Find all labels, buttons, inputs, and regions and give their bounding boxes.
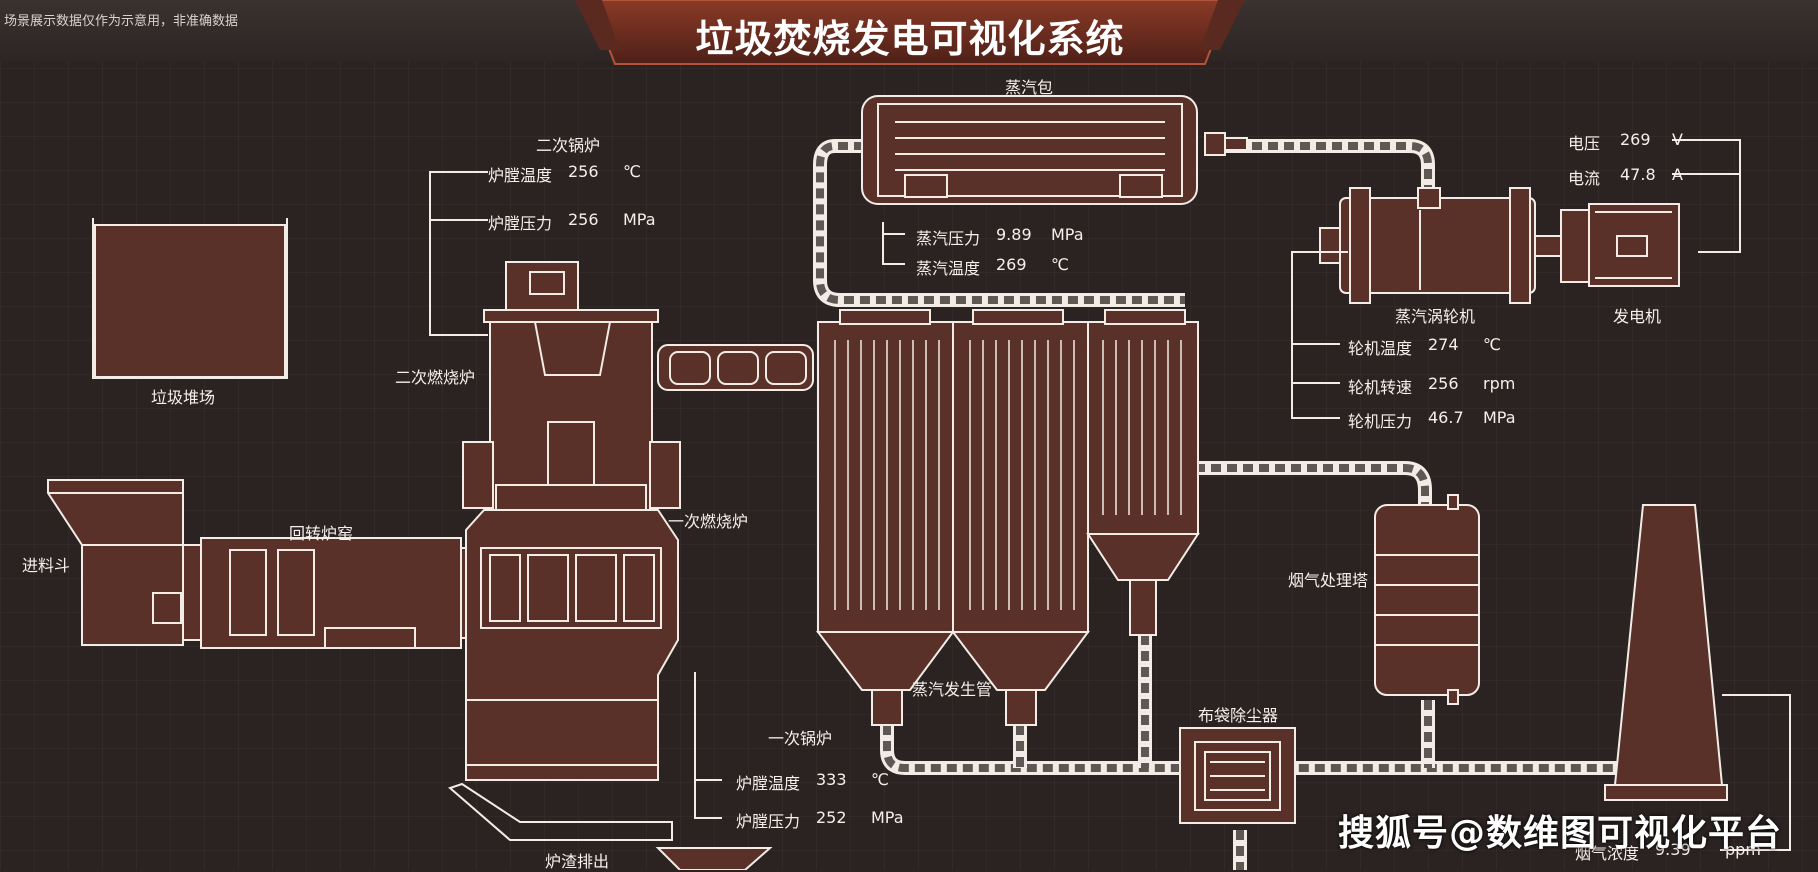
secondary-combustor: [462, 261, 814, 511]
reading-value: 269: [1620, 130, 1651, 149]
primary-burner-label: 一次燃烧炉: [668, 512, 749, 531]
reading-name: 蒸汽压力: [916, 229, 981, 248]
reading-unit: V: [1672, 130, 1683, 149]
reading-value: 256: [1428, 374, 1459, 393]
generator-label: 发电机: [1613, 307, 1662, 326]
flue-gas-tower: [1374, 494, 1480, 705]
rotary-kiln: [182, 537, 482, 649]
chimney: [1604, 504, 1728, 801]
reading-value: 47.8: [1620, 165, 1656, 184]
reading-unit: rpm: [1483, 374, 1516, 393]
reading-name: 炉膛温度: [488, 166, 553, 185]
reading-name: 炉膛压力: [488, 214, 553, 233]
flue-gas-tower-label: 烟气处理塔: [1288, 571, 1369, 590]
title-banner-area: 垃圾焚烧发电可视化系统: [595, 0, 1225, 68]
reading-name: 轮机转速: [1348, 378, 1413, 397]
slag-conveyor: [448, 782, 773, 870]
secondary-boiler-temp-row: 炉膛温度 256 ℃: [488, 162, 641, 186]
reading-name: 电流: [1568, 169, 1601, 188]
flue-gas-concentration-row: 烟气浓度 9.39 ppm: [1575, 840, 1761, 864]
reading-value: 333: [816, 770, 847, 789]
demo-data-notice: 场景展示数据仅作为示意用，非准确数据: [4, 14, 239, 29]
primary-boiler-temp-row: 炉膛温度 333 ℃: [736, 770, 889, 794]
generator-current-row: 电流 47.8 A: [1568, 165, 1683, 189]
steam-drum-label: 蒸汽包: [1005, 78, 1054, 97]
generator-voltage-row: 电压 269 V: [1568, 130, 1683, 154]
secondary-boiler-label: 二次锅炉: [536, 136, 601, 155]
primary-combustor: [465, 509, 679, 781]
reading-unit: ℃: [1483, 335, 1501, 354]
reading-name: 轮机压力: [1348, 412, 1413, 431]
steam-pipes: [813, 139, 1630, 870]
primary-boiler-pressure-row: 炉膛压力 252 MPa: [736, 808, 904, 832]
reading-unit: MPa: [1051, 225, 1084, 244]
rotary-kiln-label: 回转炉窑: [289, 524, 354, 543]
reading-value: 252: [816, 808, 847, 827]
reading-unit: ppm: [1725, 840, 1761, 859]
steam-drum: [861, 95, 1248, 205]
reading-name: 电压: [1568, 134, 1601, 153]
steam-temp-row: 蒸汽温度 269 ℃: [916, 255, 1069, 279]
turbine-pressure-row: 轮机压力 46.7 MPa: [1348, 408, 1516, 432]
reading-value: 9.39: [1655, 840, 1691, 859]
watermark-text: 搜狐号@数维图可视化平台: [1338, 813, 1783, 854]
page-title: 垃圾焚烧发电可视化系统: [695, 17, 1125, 61]
reading-name: 炉膛温度: [736, 774, 801, 793]
feed-hopper: [47, 479, 184, 646]
feed-hopper-label: 进料斗: [22, 556, 71, 575]
reading-name: 轮机温度: [1348, 339, 1413, 358]
steam-turbine: [1319, 187, 1536, 304]
steam-pressure-row: 蒸汽压力 9.89 MPa: [916, 225, 1084, 249]
reading-unit: ℃: [1051, 255, 1069, 274]
reading-value: 46.7: [1428, 408, 1464, 427]
garbage-yard: [92, 218, 288, 379]
reading-name: 烟气浓度: [1575, 844, 1640, 863]
turbine-temp-row: 轮机温度 274 ℃: [1348, 335, 1501, 359]
tube-lines: [834, 340, 1182, 610]
primary-boiler-label: 一次锅炉: [768, 729, 833, 748]
secondary-burner-label: 二次燃烧炉: [395, 368, 476, 387]
reading-value: 256: [568, 210, 599, 229]
steam-generator-tubes: [815, 309, 1200, 726]
reading-name: 炉膛压力: [736, 812, 801, 831]
reading-unit: MPa: [623, 210, 656, 229]
secondary-boiler-pressure-row: 炉膛压力 256 MPa: [488, 210, 656, 234]
reading-value: 274: [1428, 335, 1459, 354]
reading-unit: ℃: [871, 770, 889, 789]
steam-generator-tube-label: 蒸汽发生管: [912, 680, 993, 699]
bag-filter-label: 布袋除尘器: [1198, 706, 1279, 725]
turbine-speed-row: 轮机转速 256 rpm: [1348, 374, 1515, 398]
reading-value: 269: [996, 255, 1027, 274]
reading-value: 256: [568, 162, 599, 181]
reading-value: 9.89: [996, 225, 1032, 244]
reading-unit: ℃: [623, 162, 641, 181]
turbine-label: 蒸汽涡轮机: [1395, 307, 1476, 326]
reading-name: 蒸汽温度: [916, 259, 981, 278]
bag-filter: [1179, 727, 1296, 824]
generator: [1534, 203, 1680, 287]
reading-unit: A: [1672, 165, 1683, 184]
callout-lines: [429, 139, 1791, 851]
reading-unit: MPa: [871, 808, 904, 827]
garbage-yard-label: 垃圾堆场: [151, 388, 216, 407]
title-banner: [575, 0, 1245, 65]
slag-discharge-label: 炉渣排出: [545, 852, 610, 871]
reading-unit: MPa: [1483, 408, 1516, 427]
